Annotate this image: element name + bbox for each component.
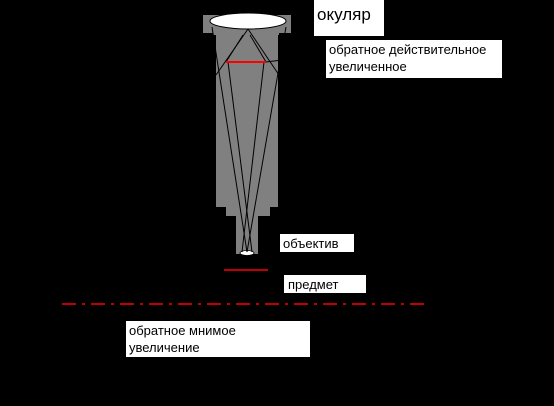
eyepiece-lens [209,12,287,30]
virtual-image-label: обратное мнимое увеличение изображение [126,321,310,372]
object-label: предмет [284,275,366,293]
real-image-label: обратное действительное увеличенное [326,40,502,78]
objective-label: объектив [280,234,354,252]
light-rays [211,26,287,253]
tube-collar [226,207,270,216]
objective-housing [236,216,258,254]
real-image-pointer [265,53,331,63]
eyepiece-label: окуляр [314,0,384,36]
